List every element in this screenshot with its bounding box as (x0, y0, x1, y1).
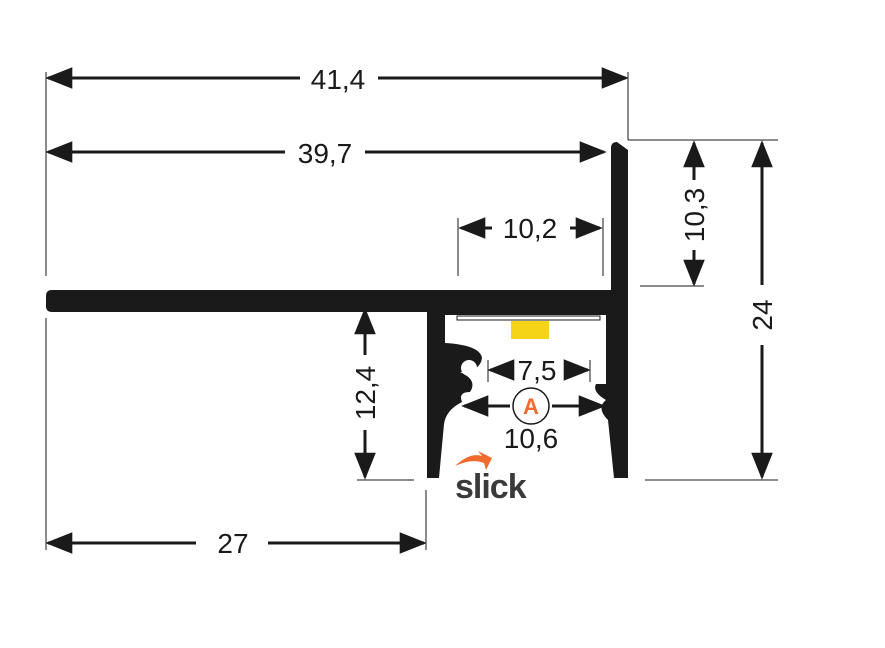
dim-label-overall-height: 24 (747, 299, 778, 330)
dim-label-slot-inner-width: 7,5 (518, 355, 557, 386)
keyhole-cutout (461, 360, 477, 376)
dim-label-flange-width: 27 (217, 528, 248, 559)
aluminium-profile (46, 142, 628, 478)
dim-label-lower-height: 12,4 (350, 366, 381, 421)
marker-a-circle (512, 387, 550, 425)
dim-label-overall-width: 41,4 (311, 64, 366, 95)
led-chip (511, 321, 549, 339)
dim-label-slot-outer-width: 10,6 (504, 423, 559, 454)
dim-label-upper-height: 10,3 (679, 188, 710, 243)
brand-name: slick (455, 468, 527, 506)
slick-logo: slick (455, 451, 528, 506)
led-strip (456, 315, 601, 321)
dim-label-upper-width: 39,7 (298, 138, 353, 169)
dim-label-channel-top-width: 10,2 (503, 213, 558, 244)
slick-logo-swoosh-icon (455, 451, 492, 470)
marker-a-label: A (523, 394, 539, 419)
